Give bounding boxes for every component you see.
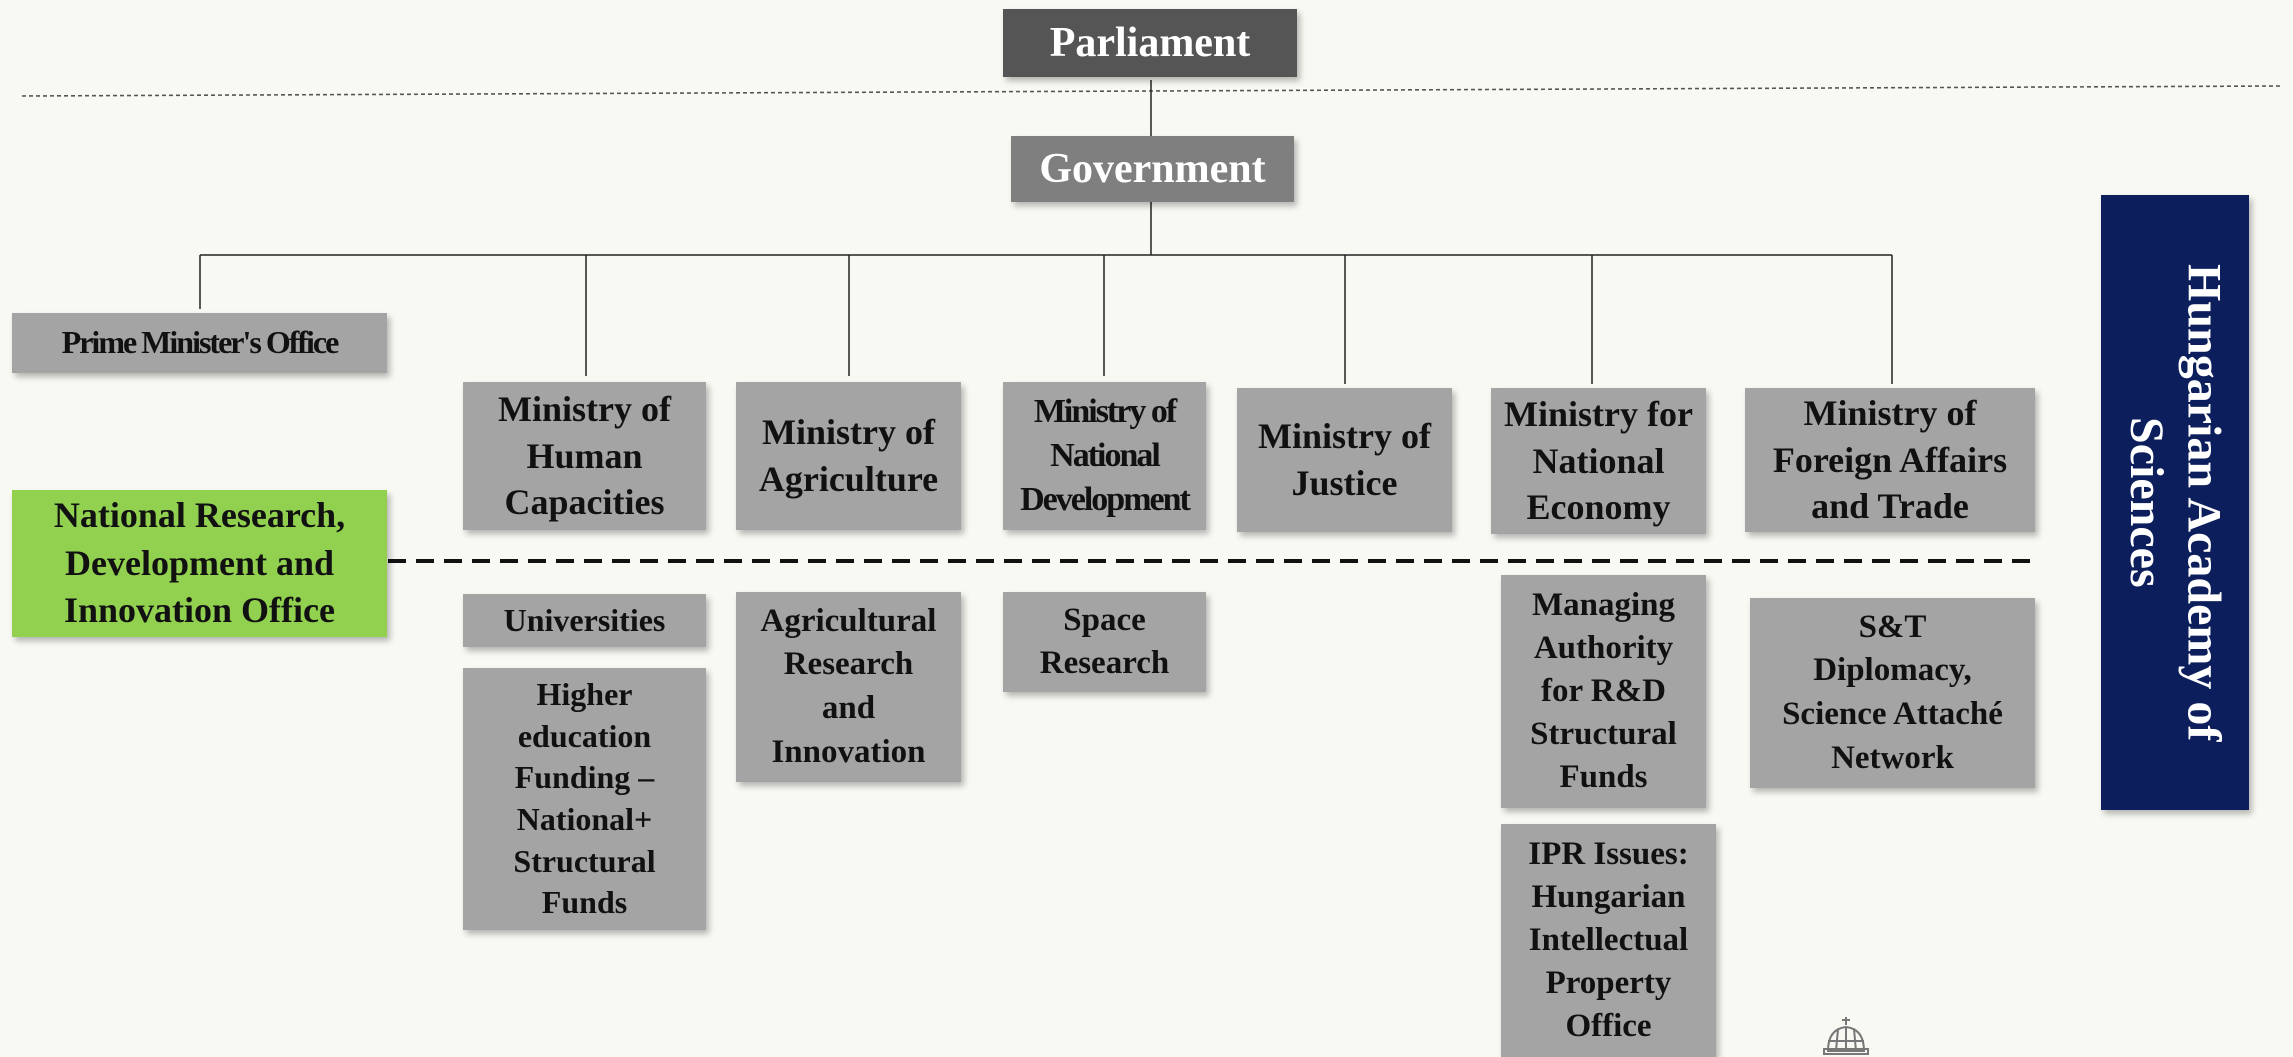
academy-label: Hungarian Academy of Sciences	[2120, 263, 2231, 742]
managing-authority-label: Managing Authority for R&D Structural Fu…	[1530, 587, 1677, 795]
government-label: Government	[1039, 145, 1266, 192]
government-box: Government	[1011, 136, 1294, 202]
st-diplomacy-label: S&T Diplomacy, Science Attaché Network	[1782, 608, 2003, 776]
parliament-label: Parliament	[1049, 19, 1251, 66]
nrdi-office-label: National Research, Development and Innov…	[53, 495, 346, 631]
agricultural-research-label: Agricultural Research and Innovation	[760, 602, 937, 770]
higher-education-funding-label: Higher education Funding – National+ Str…	[513, 676, 656, 921]
nrdi-office-box: National Research, Development and Innov…	[12, 490, 387, 637]
ipr-office-box: IPR Issues: Hungarian Intellectual Prope…	[1501, 824, 1716, 1057]
agricultural-research-box: Agricultural Research and Innovation	[736, 592, 961, 782]
ministry-foreign-affairs-label: Ministry of Foreign Affairs and Trade	[1772, 392, 2008, 527]
ministry-national-economy-label: Ministry for National Economy	[1504, 393, 1693, 528]
ministry-justice-box: Ministry of Justice	[1237, 388, 1452, 532]
st-diplomacy-box: S&T Diplomacy, Science Attaché Network	[1750, 598, 2035, 788]
managing-authority-box: Managing Authority for R&D Structural Fu…	[1501, 575, 1706, 808]
crown-icon	[1823, 1017, 1869, 1055]
pm-office-box: Prime Minister's Office	[12, 313, 387, 373]
pm-office-label: Prime Minister's Office	[61, 324, 340, 361]
ministry-national-development-label: Ministry of National Development	[1020, 392, 1191, 519]
ministry-national-economy-box: Ministry for National Economy	[1491, 388, 1706, 534]
space-research-box: Space Research	[1003, 592, 1206, 692]
ipr-office-label: IPR Issues: Hungarian Intellectual Prope…	[1528, 836, 1689, 1044]
higher-education-funding-box: Higher education Funding – National+ Str…	[463, 668, 706, 930]
ministry-justice-label: Ministry of Justice	[1258, 416, 1431, 503]
ministry-national-development-box: Ministry of National Development	[1003, 382, 1206, 530]
ministry-agriculture-box: Ministry of Agriculture	[736, 382, 961, 530]
parliament-box: Parliament	[1003, 9, 1297, 77]
universities-label: Universities	[503, 601, 666, 638]
space-research-label: Space Research	[1039, 602, 1170, 681]
ministry-foreign-affairs-box: Ministry of Foreign Affairs and Trade	[1745, 388, 2035, 532]
ministry-agriculture-label: Ministry of Agriculture	[758, 412, 939, 499]
ministry-human-capacities-box: Ministry of Human Capacities	[463, 382, 706, 530]
academy-box: Hungarian Academy of Sciences	[2101, 195, 2249, 810]
ministry-human-capacities-label: Ministry of Human Capacities	[498, 388, 671, 523]
universities-box: Universities	[463, 594, 706, 647]
